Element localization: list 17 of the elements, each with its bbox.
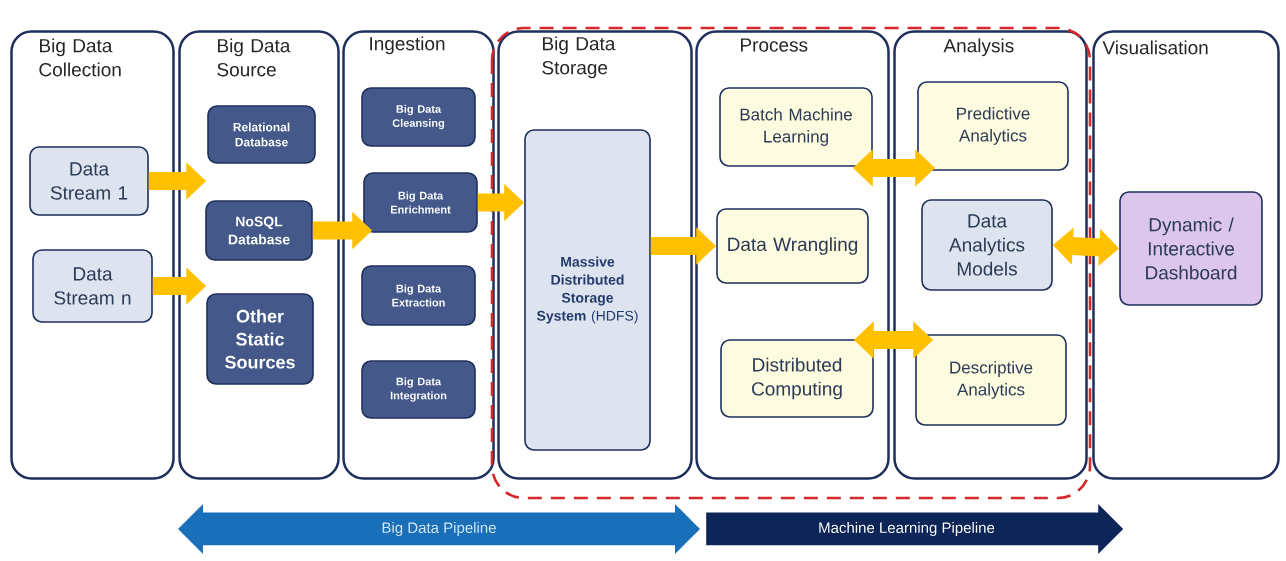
storage-box: Massive Distributed Storage System (HDFS) — [524, 129, 651, 451]
ingestion-box: Big Data Integration — [361, 360, 476, 419]
ingestion-box: Big Data Extraction — [361, 265, 476, 326]
dashboard-box: Dynamic / Interactive Dashboard — [1119, 191, 1263, 306]
process-box: Batch Machine Learning — [719, 87, 873, 167]
source-box: NoSQL Database — [205, 200, 313, 261]
ingestion-box: Big Data Cleansing — [361, 87, 476, 147]
ingestion-box: Big Data Enrichment — [363, 172, 478, 233]
source-box: Relational Database — [207, 105, 316, 164]
source-box: Other Static Sources — [206, 293, 314, 385]
stream-box: Data Stream n — [32, 249, 153, 323]
process-box: Distributed Computing — [720, 339, 874, 418]
analytics-box: Predictive Analytics — [917, 81, 1069, 171]
process-box: Data Wrangling — [716, 208, 869, 284]
analytics-box: Descriptive Analytics — [915, 334, 1067, 426]
analytics-box: Data Analytics Models — [921, 199, 1053, 291]
stream-box: Data Stream 1 — [29, 146, 149, 216]
